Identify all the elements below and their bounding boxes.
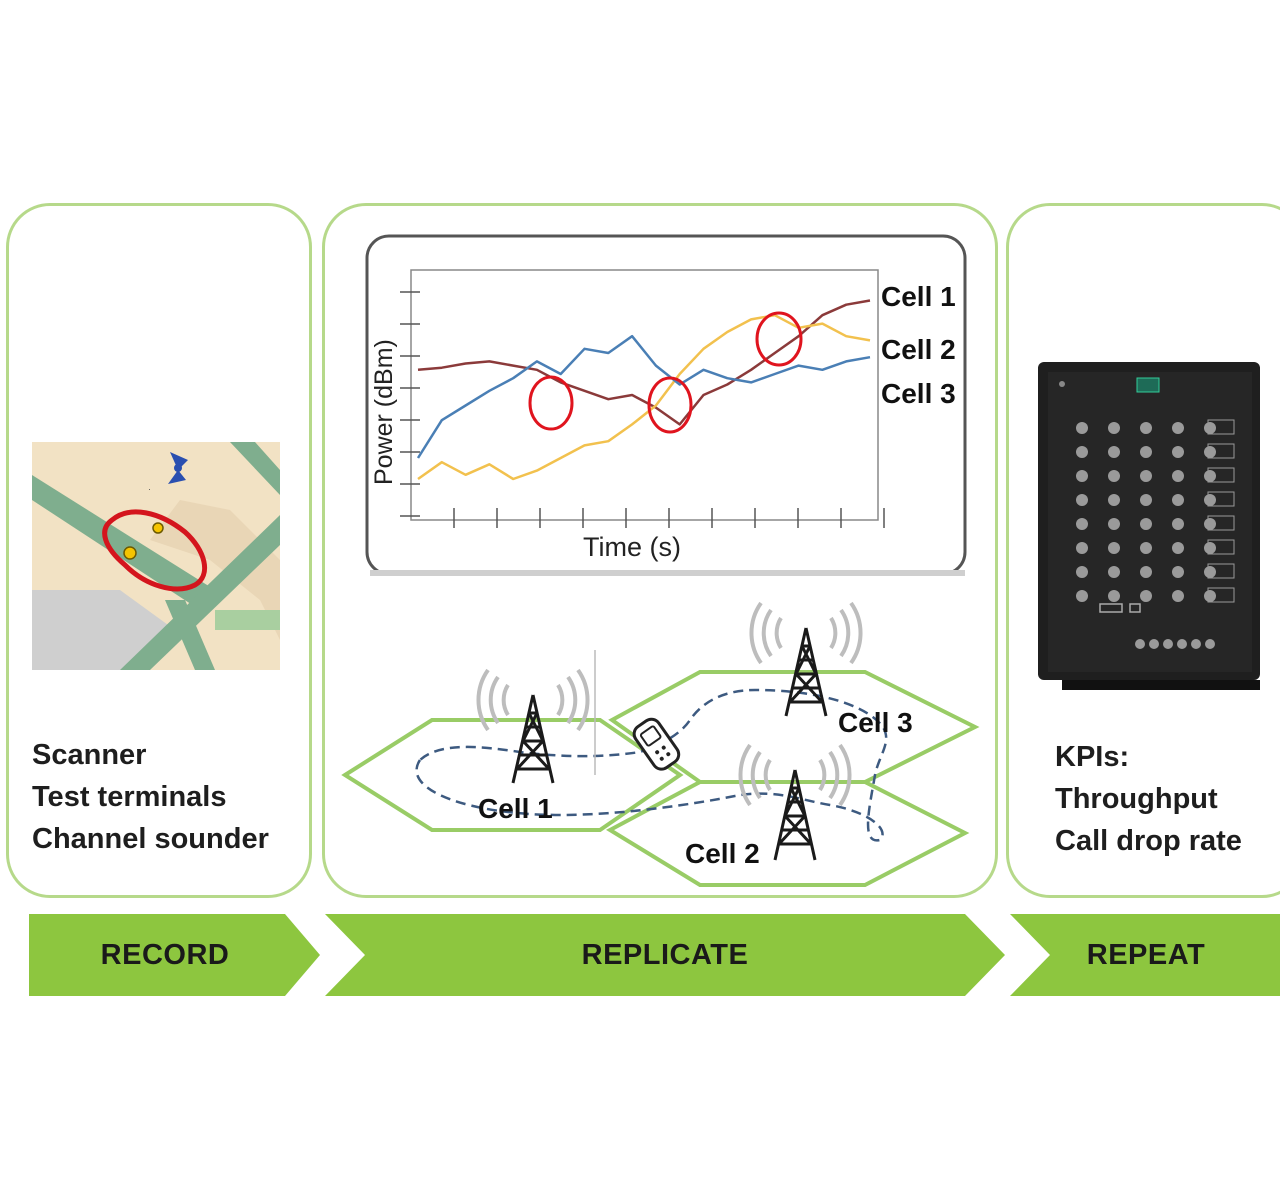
connector-port	[1204, 590, 1216, 602]
plot-area	[410, 269, 879, 521]
x-axis-ticks	[453, 508, 885, 528]
cell-2-label: Cell 2	[685, 838, 760, 869]
y-axis-ticks	[400, 291, 420, 517]
connector-port	[1204, 422, 1216, 434]
connector-port	[1076, 494, 1088, 506]
connector-bracket	[1207, 419, 1235, 435]
legend-cell-1: Cell 1	[881, 281, 956, 312]
connector-port	[1140, 494, 1152, 506]
connector-port	[1204, 566, 1216, 578]
handover-circle	[528, 375, 574, 431]
connector-port	[1076, 518, 1088, 530]
cell-1-hexagon	[341, 718, 684, 832]
channel-emulator-device	[1038, 362, 1260, 690]
repeat-item-throughput: Throughput	[1055, 783, 1218, 815]
connector-port	[1108, 566, 1120, 578]
record-stage-arrow	[29, 914, 320, 996]
connector-bracket	[1207, 539, 1235, 555]
connector-port	[1140, 422, 1152, 434]
record-item-channel-sounder: Channel sounder	[32, 823, 269, 855]
connector-port	[1172, 470, 1184, 482]
connector-port	[1108, 590, 1120, 602]
series-line-1	[417, 299, 871, 426]
connector-port	[1204, 542, 1216, 554]
connector-port	[1204, 446, 1216, 458]
y-axis-label: Power (dBm)	[370, 339, 398, 485]
connector-port	[1177, 639, 1187, 649]
x-axis-label: Time (s)	[583, 532, 681, 562]
connector-port	[1108, 494, 1120, 506]
tower-cell-3-icon	[749, 601, 863, 717]
connector-port	[1172, 494, 1184, 506]
connector-port	[1076, 566, 1088, 578]
connector-port	[1076, 542, 1088, 554]
drive-test-map: ·	[32, 442, 280, 670]
connector-port	[1140, 446, 1152, 458]
repeat-kpi-list: KPIs: Throughput Call drop rate	[1055, 736, 1242, 862]
handover-circle	[755, 311, 803, 367]
connector-port	[1108, 518, 1120, 530]
repeat-item-call-drop-rate: Call drop rate	[1055, 825, 1242, 857]
connector-port	[1140, 566, 1152, 578]
chart-series	[416, 299, 871, 481]
connector-port	[1140, 542, 1152, 554]
handover-circle	[647, 376, 693, 434]
connector-bracket	[1207, 443, 1235, 459]
repeat-item-kpis: KPIs:	[1055, 741, 1130, 773]
connector-port	[1076, 422, 1088, 434]
connector-port	[1172, 590, 1184, 602]
connector-grid	[1076, 419, 1235, 649]
connector-port	[1205, 639, 1215, 649]
connector-bracket	[1207, 515, 1235, 531]
cell-1-label: Cell 1	[478, 793, 553, 824]
connector-port	[1191, 639, 1201, 649]
replicate-stage-label: REPLICATE	[581, 939, 749, 971]
connector-port	[1108, 542, 1120, 554]
repeat-stage-label: REPEAT	[1086, 939, 1206, 971]
connector-port	[1108, 470, 1120, 482]
record-stage-label: RECORD	[100, 939, 230, 971]
series-line-3	[416, 334, 871, 459]
connector-bracket	[1207, 467, 1235, 483]
connector-port	[1204, 518, 1216, 530]
connector-bracket	[1207, 491, 1235, 507]
connector-port	[1108, 446, 1120, 458]
connector-port	[1149, 639, 1159, 649]
tower-cell-2-icon	[738, 743, 852, 861]
cell-network: Cell 1 Cell 2 Cell 3	[341, 601, 980, 887]
site-marker-icon	[168, 452, 188, 484]
connector-port	[1076, 590, 1088, 602]
connector-port	[1076, 446, 1088, 458]
connector-port	[1172, 518, 1184, 530]
record-item-scanner: Scanner	[32, 739, 147, 771]
connector-port	[1140, 518, 1152, 530]
legend-cell-3: Cell 3	[881, 378, 956, 409]
svg-text:·: ·	[148, 484, 151, 494]
connector-port	[1163, 639, 1173, 649]
connector-bracket	[1207, 587, 1235, 603]
connector-port	[1172, 566, 1184, 578]
connector-port	[1172, 542, 1184, 554]
connector-port	[1204, 494, 1216, 506]
connector-port	[1108, 422, 1120, 434]
replicate-stage-arrow	[325, 914, 1005, 996]
record-item-test-terminals: Test terminals	[32, 781, 227, 813]
power-chart: Power (dBm) Time (s) Cell 1 Cell 2 Cell …	[365, 234, 967, 576]
cell-3-label: Cell 3	[838, 707, 913, 738]
tower-cell-1-icon	[476, 668, 590, 784]
connector-port	[1172, 446, 1184, 458]
connector-port	[1140, 590, 1152, 602]
connector-port	[1172, 422, 1184, 434]
series-line-2	[417, 313, 871, 481]
connector-port	[1204, 470, 1216, 482]
repeat-stage-arrow	[1010, 914, 1280, 996]
connector-port	[1135, 639, 1145, 649]
connector-port	[1140, 470, 1152, 482]
record-tools-list: Scanner Test terminals Channel sounder	[32, 734, 269, 860]
legend-cell-2: Cell 2	[881, 334, 956, 365]
mobile-phone-icon	[632, 717, 681, 771]
connector-port	[1076, 470, 1088, 482]
connector-bracket	[1207, 563, 1235, 579]
